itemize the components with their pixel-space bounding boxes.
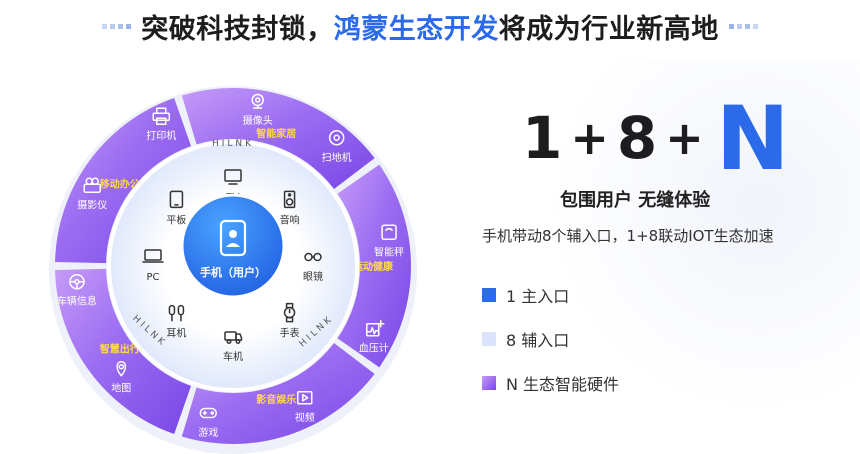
earphone-icon (168, 304, 185, 322)
title-dots-left (102, 23, 132, 29)
title-after: 将成为行业新高地 (498, 13, 719, 45)
legend-swatch-primary (482, 288, 496, 302)
scale-icon (381, 224, 397, 241)
background-decoration (520, 60, 860, 420)
outer-ring (55, 88, 412, 444)
outer-ring-sector-3 (181, 342, 375, 444)
speaker-icon (283, 190, 296, 209)
formula-n: N (715, 86, 790, 190)
blood-pressure-icon (366, 319, 385, 337)
category-label-5: 移动办公 (100, 178, 140, 191)
device-label-5: 视频 (295, 411, 315, 424)
legend-swatch-secondary (482, 332, 496, 346)
title-before: 突破科技封锁， (141, 13, 334, 45)
subtitle: 包围用户 无缝体验 (560, 190, 711, 211)
inner-item-label-3: 眼镜 (303, 270, 323, 283)
projector-icon (83, 177, 101, 194)
device-label-1: 摄像头 (243, 114, 273, 127)
description: 手机带动8个辅入口，1+8联动IOT生态加速 (482, 227, 774, 245)
steering-wheel-icon (69, 273, 85, 290)
device-label-7: 地图 (111, 382, 131, 395)
outer-ring-sector-2 (337, 164, 412, 368)
device-label-9: 摄影仪 (77, 198, 107, 211)
device-label-6: 游戏 (198, 426, 218, 439)
inner-item-label-2: 音响 (280, 213, 300, 226)
center-label: 手机（用户） (200, 265, 266, 279)
outer-ring-sector-5 (55, 98, 192, 264)
inner-item-label-5: 车机 (223, 350, 243, 363)
gamepad-icon (199, 407, 218, 419)
device-label-3: 智能秤 (374, 245, 404, 258)
ring-brand-top: HILNK (212, 139, 254, 149)
category-label-3: 影音娱乐 (256, 393, 296, 406)
legend-swatch-ecosystem (482, 376, 496, 390)
phone-user-icon (219, 219, 247, 257)
category-label-4: 智慧出行 (100, 342, 140, 355)
glasses-icon (304, 252, 322, 262)
device-label-2: 扫地机 (322, 151, 352, 164)
device-label-4: 血压计 (359, 342, 389, 355)
legend-item-ecosystem: N 生态智能硬件 (482, 371, 619, 395)
video-icon (296, 391, 313, 405)
legend-label-secondary: 8 辅入口 (506, 331, 570, 350)
inner-item-label-4: 手表 (280, 327, 300, 340)
title-text: 突破科技封锁，鸿蒙生态开发将成为行业新高地 (141, 7, 719, 46)
legend-item-primary: 1 主入口 (482, 283, 569, 307)
tv-icon (224, 169, 242, 185)
legend-item-secondary: 8 辅入口 (482, 327, 569, 351)
watch-icon (283, 302, 296, 323)
inner-item-label-6: 耳机 (166, 327, 186, 340)
map-icon (116, 360, 127, 377)
category-label-2: 运动健康 (353, 260, 394, 273)
device-label-10: 打印机 (146, 129, 176, 142)
inner-item-label-7: PC (146, 272, 159, 283)
formula-eight: 8 (616, 104, 658, 172)
car-unit-icon (224, 331, 243, 344)
legend-label-primary: 1 主入口 (506, 287, 570, 306)
title-dots-right (728, 23, 758, 29)
tablet-icon (169, 190, 184, 209)
formula-one: 1 (522, 104, 563, 172)
robot-vacuum-icon (328, 130, 345, 146)
category-label-1: 智能家居 (256, 127, 296, 140)
page-title: 突破科技封锁，鸿蒙生态开发将成为行业新高地 (0, 6, 860, 46)
printer-icon (152, 107, 171, 125)
pc-icon (142, 249, 164, 263)
formula: 1 + 8 + N (522, 87, 789, 190)
formula-plus-1: + (570, 111, 609, 165)
title-highlight: 鸿蒙生态开发 (333, 13, 499, 45)
inner-ring-items: TV音响眼镜手表车机耳机PC平板 (142, 169, 323, 363)
device-label-8: 车辆信息 (57, 295, 97, 308)
formula-plus-2: + (665, 111, 704, 165)
outer-ring-sector-1 (181, 88, 375, 190)
camera-icon (251, 93, 264, 109)
inner-item-label-8: 平板 (166, 213, 186, 226)
legend-label-ecosystem: N 生态智能硬件 (506, 375, 620, 394)
outer-ring-sector-4 (55, 268, 192, 434)
